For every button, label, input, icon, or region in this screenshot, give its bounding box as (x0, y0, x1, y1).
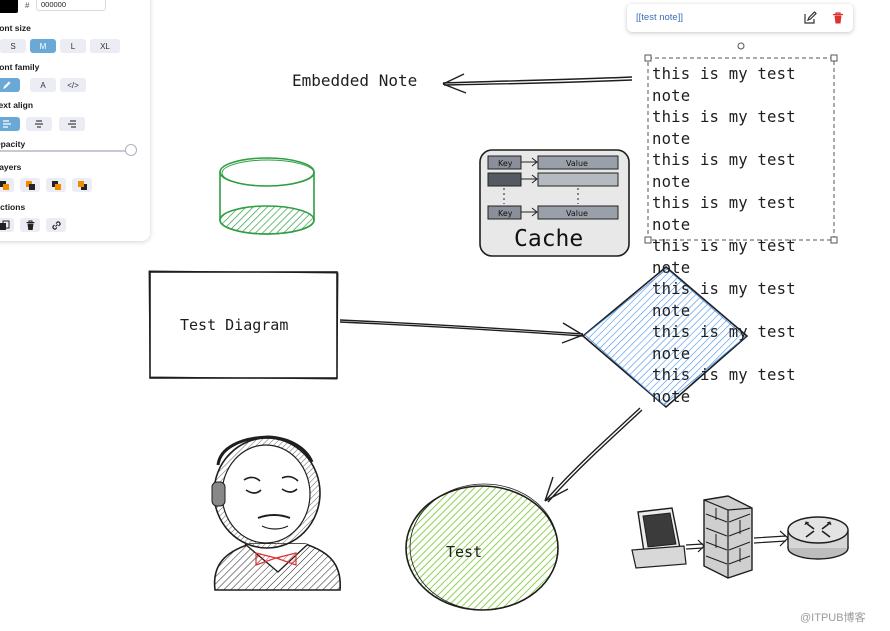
bring-to-front-icon (77, 180, 87, 190)
computer-icon[interactable] (631, 507, 687, 569)
watermark: @ITPUB博客 (800, 612, 866, 624)
embedded-note-label[interactable]: Embedded Note (292, 71, 417, 90)
cache-key-2: Key (498, 209, 513, 218)
send-to-back-icon (0, 180, 9, 190)
router-icon[interactable] (787, 516, 849, 560)
align-left-button[interactable] (0, 117, 20, 131)
align-right-button[interactable] (59, 117, 85, 131)
link-button[interactable] (46, 218, 66, 232)
font-family-normal-button[interactable]: A (30, 78, 56, 92)
opacity-slider-track[interactable] (0, 150, 130, 152)
hex-prefix: # (25, 1, 30, 10)
font-size-label: Font size (0, 23, 31, 33)
actions-label: Actions (0, 202, 26, 212)
send-backward-button[interactable] (20, 178, 40, 192)
test-diagram-label: Test Diagram (180, 316, 288, 334)
cache-illustration[interactable]: Key Value Key Value Cache (479, 149, 630, 257)
delete-icon[interactable] (831, 11, 845, 25)
layers-label: Layers (0, 162, 22, 172)
delete-element-button[interactable] (20, 218, 40, 232)
jenkins-character-illustration[interactable] (211, 435, 341, 591)
duplicate-icon (0, 220, 9, 230)
embedded-note-text[interactable]: this is my test note this is my test not… (652, 64, 832, 408)
embedded-note-card: [[test note]] (627, 4, 853, 32)
test-circle[interactable]: Test (405, 483, 559, 611)
opacity-label: Opacity (0, 139, 26, 149)
trash-icon (26, 220, 34, 230)
note-line: this is my test note (652, 151, 796, 191)
connector-computer-firewall[interactable] (685, 539, 705, 553)
cache-value-2: Value (566, 209, 588, 218)
align-left-icon (3, 120, 11, 128)
note-line: this is my test note (652, 65, 796, 105)
connector-firewall-router[interactable] (753, 530, 789, 547)
align-center-button[interactable] (26, 117, 52, 131)
stroke-color-hex-input[interactable]: 000000 (36, 0, 106, 11)
pencil-icon (3, 81, 11, 89)
send-backward-icon (25, 180, 35, 190)
arrow-rect-to-diamond[interactable] (339, 319, 584, 344)
font-family-hand-button[interactable] (0, 78, 20, 92)
rotate-handle[interactable] (737, 42, 745, 50)
firewall-icon[interactable] (703, 495, 753, 579)
note-line: this is my test note (652, 194, 796, 234)
note-line: this is my test note (652, 237, 796, 277)
text-align-label: Text align (0, 100, 34, 110)
cache-label: Cache (514, 226, 583, 252)
edit-icon[interactable] (803, 11, 817, 25)
cache-value-1: Value (566, 159, 588, 168)
note-line: this is my test note (652, 366, 796, 406)
note-line: this is my test note (652, 108, 796, 148)
font-size-m-button[interactable]: M (30, 39, 56, 53)
font-family-code-button[interactable]: </> (60, 78, 86, 92)
embedded-note-selection[interactable] (644, 42, 838, 244)
note-link-title[interactable]: [[test note]] (636, 12, 683, 23)
font-size-s-button[interactable]: S (0, 39, 26, 53)
align-right-icon (68, 120, 76, 128)
stroke-color-swatch[interactable] (0, 0, 18, 13)
bring-forward-icon (51, 180, 61, 190)
diamond-shape[interactable] (581, 265, 749, 409)
test-circle-label: Test (446, 543, 482, 561)
bring-forward-button[interactable] (46, 178, 66, 192)
arrow-to-embedded-note-label[interactable] (442, 73, 633, 94)
font-family-label: Font family (0, 62, 40, 72)
arrow-diamond-to-circle[interactable] (544, 407, 643, 503)
bring-to-front-button[interactable] (72, 178, 92, 192)
link-icon (51, 220, 61, 230)
font-size-l-button[interactable]: L (60, 39, 86, 53)
duplicate-button[interactable] (0, 218, 14, 232)
cache-key-1: Key (498, 159, 513, 168)
note-line: this is my test note (652, 280, 796, 320)
align-center-icon (35, 120, 43, 128)
font-size-xl-button[interactable]: XL (90, 39, 120, 53)
cylinder-shape[interactable] (219, 157, 315, 235)
opacity-slider-thumb[interactable] (125, 144, 137, 156)
send-to-back-button[interactable] (0, 178, 14, 192)
properties-panel: # 000000 Font size S M L XL Font family … (0, 0, 150, 241)
test-diagram-rectangle[interactable]: Test Diagram (148, 270, 339, 380)
note-line: this is my test note (652, 323, 796, 363)
